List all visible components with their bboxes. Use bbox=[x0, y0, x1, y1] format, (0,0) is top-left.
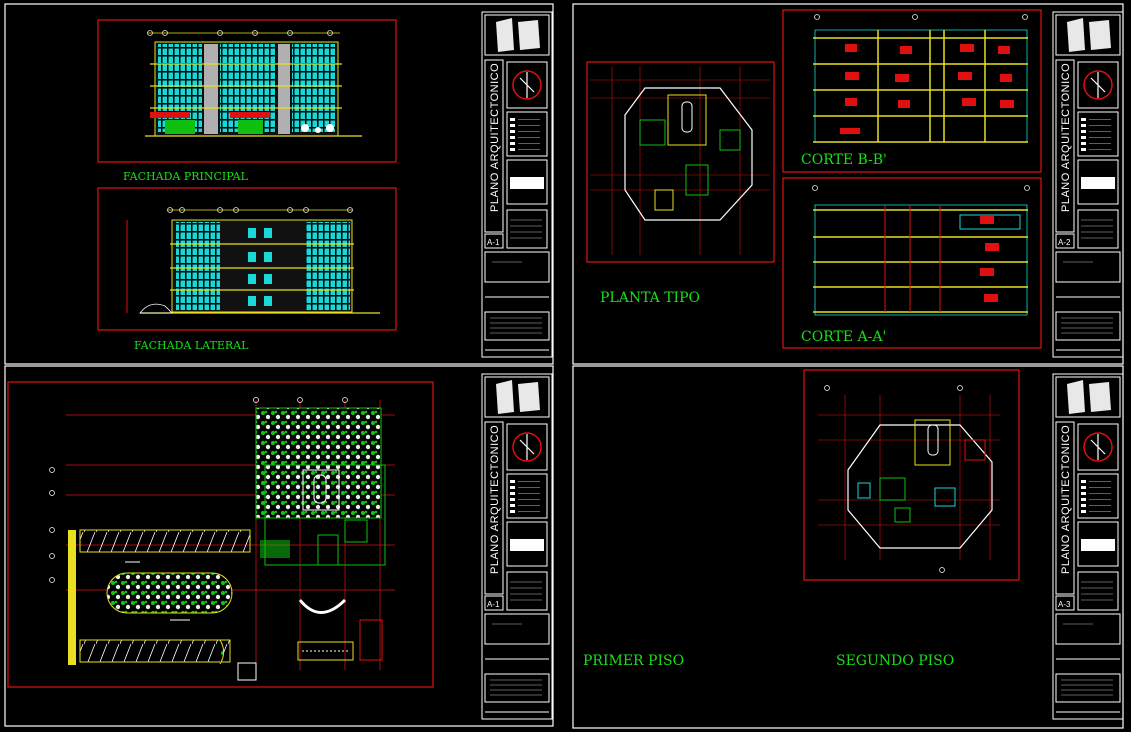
sheet-number: A-2 bbox=[1058, 238, 1071, 247]
label-fachada-lateral: FACHADA LATERAL bbox=[134, 339, 249, 352]
corte-aa-viewport bbox=[782, 177, 1042, 349]
title-block: PLANO ARQUITECTONICO A-1 bbox=[481, 11, 553, 358]
logo-box bbox=[484, 14, 550, 56]
plan-title-vertical: PLANO ARQUITECTONICO bbox=[1060, 425, 1072, 574]
logo-icon bbox=[1067, 380, 1111, 414]
segundo-piso-viewport bbox=[803, 369, 1020, 581]
plan-title-vertical: PLANO ARQUITECTONICO bbox=[489, 63, 501, 212]
label-segundo-piso: SEGUNDO PISO bbox=[836, 653, 954, 669]
grid-axis-markers bbox=[147, 30, 340, 36]
sheet-number: A-1 bbox=[487, 238, 500, 247]
site-building bbox=[237, 464, 386, 681]
label-planta-tipo: PLANTA TIPO bbox=[600, 290, 700, 306]
label-fachada-principal: FACHADA PRINCIPAL bbox=[123, 170, 249, 183]
plan-title-vertical: PLANO ARQUITECTONICO bbox=[489, 425, 501, 574]
sheet-frame-bottom-left bbox=[4, 365, 554, 727]
site-plan-viewport bbox=[7, 381, 434, 688]
title-block: PLANO ARQUITECTONICO A-1 bbox=[481, 373, 553, 720]
label-corte-bb: CORTE B-B' bbox=[801, 152, 887, 168]
logo-icon bbox=[496, 380, 540, 414]
grid-axis-markers bbox=[167, 207, 353, 213]
logo-box bbox=[1055, 376, 1121, 418]
sheet-frame-top-left bbox=[4, 3, 554, 365]
fachada-lateral-viewport bbox=[97, 187, 397, 331]
label-corte-aa: CORTE A-A' bbox=[801, 329, 886, 345]
logo-icon bbox=[1067, 18, 1111, 52]
planta-tipo-viewport bbox=[586, 61, 775, 263]
north-compass-icon bbox=[512, 70, 542, 100]
sheet-frame-bottom-right bbox=[572, 365, 1124, 729]
lateral-building bbox=[126, 219, 380, 314]
logo-box bbox=[1055, 14, 1121, 56]
title-block: PLANO ARQUITECTONICO A-2 bbox=[1052, 11, 1124, 358]
logo-icon bbox=[496, 18, 540, 52]
sheet-number: A-1 bbox=[487, 600, 500, 609]
label-primer-piso: PRIMER PISO bbox=[583, 653, 684, 669]
sheet-number: A-3 bbox=[1058, 600, 1071, 609]
north-compass-icon bbox=[512, 432, 542, 462]
title-block: PLANO ARQUITECTONICO A-3 bbox=[1052, 373, 1124, 720]
corte-bb-viewport bbox=[782, 9, 1042, 173]
logo-box bbox=[484, 376, 550, 418]
north-compass-icon bbox=[1083, 432, 1113, 462]
plan-title-vertical: PLANO ARQUITECTONICO bbox=[1060, 63, 1072, 212]
parking-area bbox=[68, 529, 251, 665]
facade-building bbox=[145, 41, 362, 137]
north-compass-icon bbox=[1083, 70, 1113, 100]
fachada-principal-viewport bbox=[97, 19, 397, 163]
